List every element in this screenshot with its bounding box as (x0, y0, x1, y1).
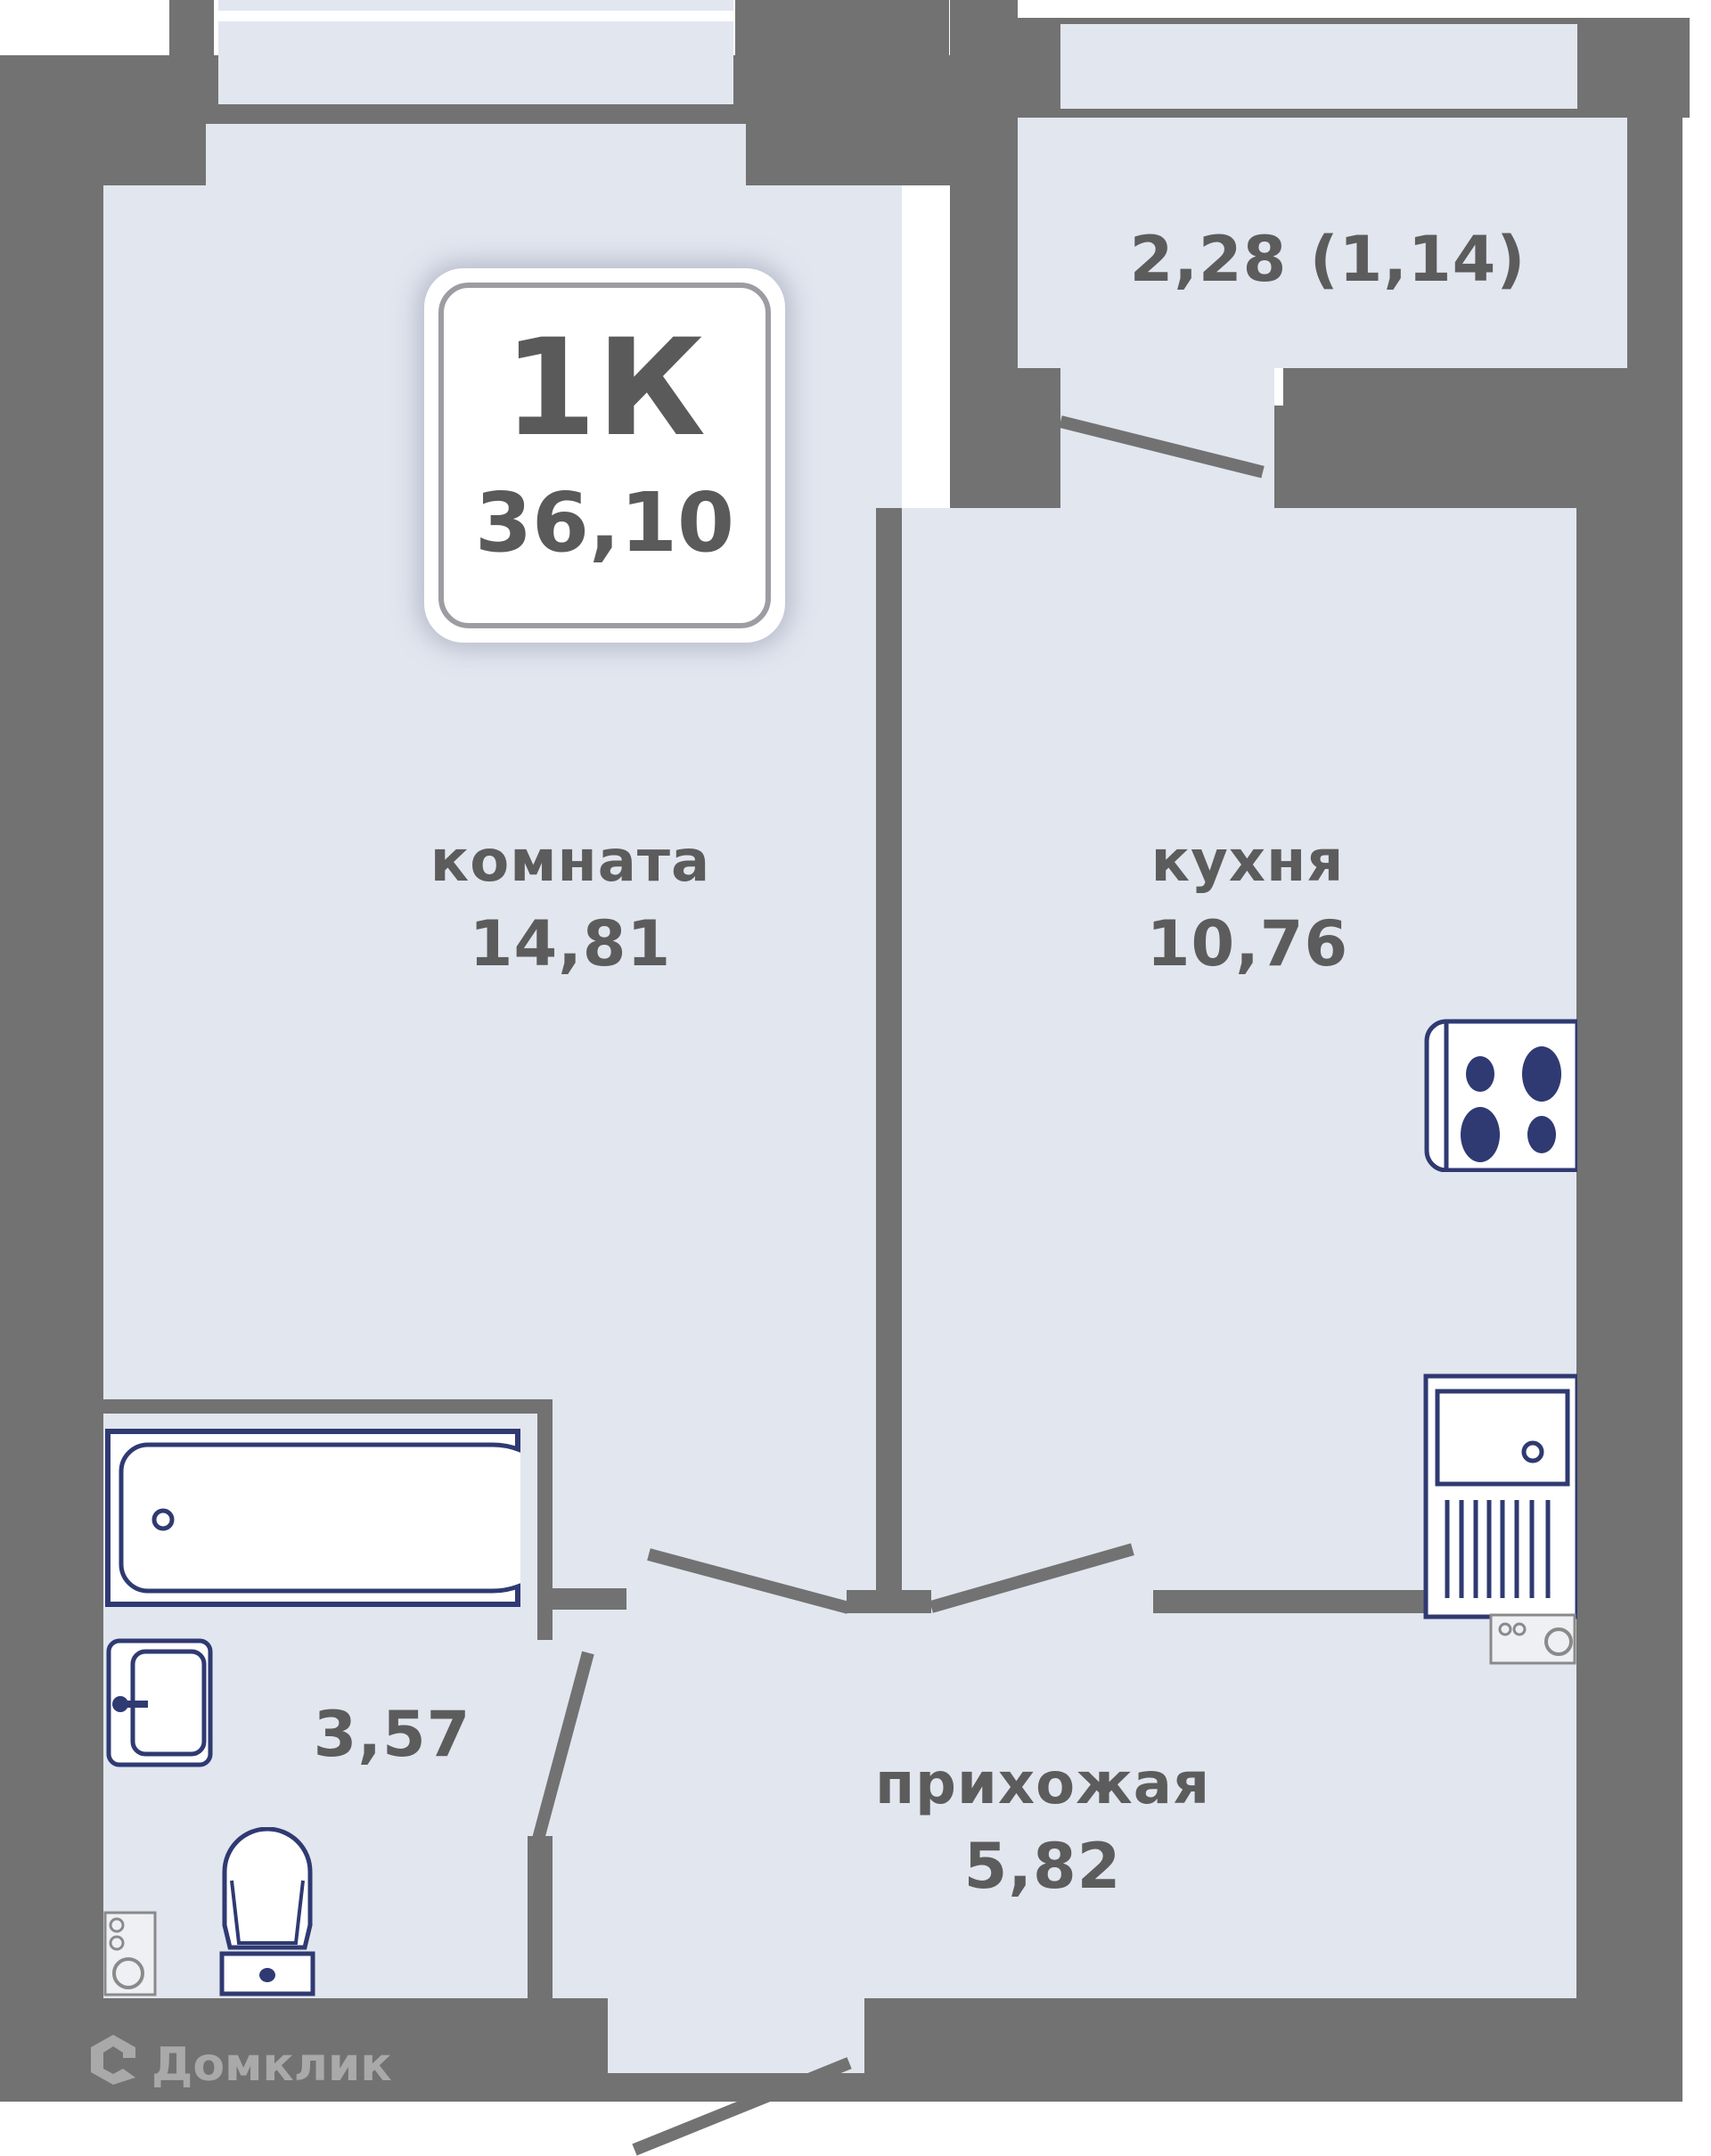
bathroom-area: 3,57 (313, 1698, 471, 1771)
hall-center-post (847, 1590, 931, 1613)
window-pane-right-1 (1060, 24, 1577, 109)
watermark: Домклик (89, 2034, 392, 2096)
kitchen-name: кухня (1150, 829, 1345, 895)
entrance-left-jamb (553, 1998, 608, 2102)
hallway-name: прихожая (874, 1751, 1211, 1817)
balcony-floor (1018, 118, 1627, 368)
kitchen-label: кухня 10,76 (1034, 829, 1461, 980)
left-outer-wall (0, 55, 103, 2102)
hallway-utility-meter-icon (1489, 1613, 1576, 1665)
watermark-text: Домклик (151, 2038, 392, 2092)
bathroom-right-wall-lower (528, 1836, 553, 2005)
balcony-area: 2,28 (1,14) (1129, 223, 1527, 296)
top-wall-mid-pier (735, 0, 949, 185)
bathroom-utility-meter-icon (103, 1911, 157, 1996)
balcony-door-opening (1060, 368, 1274, 508)
washbasin-icon (106, 1638, 213, 1767)
hallway-floor (535, 1590, 1576, 1998)
living-room-area: 14,81 (469, 907, 672, 980)
balcony-door-frame (1018, 368, 1060, 420)
window-pane-left-outer (218, 0, 733, 11)
hallway-area: 5,82 (963, 1830, 1122, 1903)
apartment-badge: 1К 36,10 (424, 268, 785, 643)
kitchen-left-wall-upper (876, 508, 902, 1591)
stove-icon (1424, 1019, 1580, 1173)
kitchen-sink-icon (1423, 1373, 1580, 1619)
entrance-opening (606, 1998, 864, 2073)
entrance-right-jamb (864, 1998, 1604, 2102)
right-outer-wall (1576, 368, 1682, 2102)
room-kitchen-wall-top (876, 185, 902, 511)
window-pane-left-1 (218, 21, 733, 104)
badge-border (438, 283, 771, 628)
bathroom-stub (537, 1588, 626, 1610)
toilet-icon (219, 1826, 315, 1996)
bathroom-label: 3,57 (267, 1698, 517, 1771)
living-room-label: комната 14,81 (356, 829, 784, 980)
balcony-left-wall (950, 0, 1018, 508)
total-area: 36,10 (474, 475, 734, 570)
kitchen-area: 10,76 (1146, 907, 1349, 980)
bathtub-icon (105, 1429, 569, 1607)
balcony-right-wall (1627, 55, 1682, 412)
hallway-label: прихожая 5,82 (820, 1751, 1265, 1903)
bathroom-right-wall-upper (537, 1399, 553, 1640)
living-room-name: комната (430, 829, 711, 895)
apartment-type: 1К (503, 311, 706, 466)
domclick-logo-icon (89, 2033, 137, 2098)
balcony-label: 2,28 (1,14) (1069, 223, 1586, 296)
bathroom-top-wall (103, 1399, 553, 1414)
